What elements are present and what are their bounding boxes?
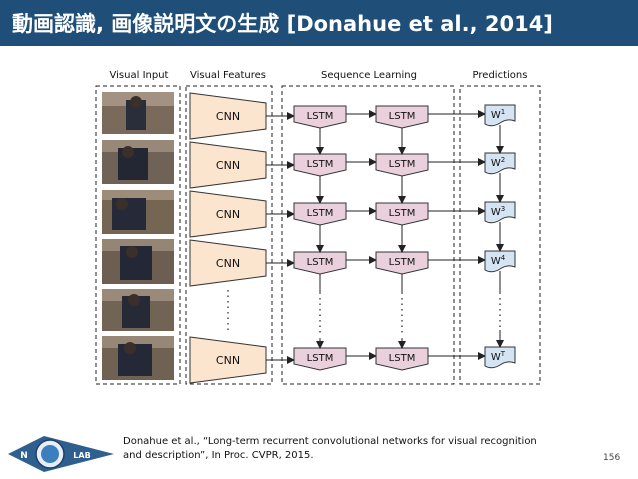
box-visual-features <box>185 85 273 385</box>
lstm-b-t <box>375 347 429 371</box>
lab-logo: N LAB <box>8 436 114 472</box>
lstm-a-2 <box>293 153 347 177</box>
prediction-label-2: W2 <box>491 156 505 169</box>
lstm-b-label-2: LSTM <box>389 159 416 170</box>
logo-left-text: N <box>20 451 28 461</box>
lstm-b-label-4: LSTM <box>389 257 416 268</box>
frame-5 <box>102 289 174 331</box>
prediction-label-1: W1 <box>491 108 505 121</box>
caption-line-2: and description”, In Proc. CVPR, 2015. <box>123 450 314 461</box>
prediction-4 <box>484 250 516 273</box>
lstm-a-3 <box>293 202 347 226</box>
lstm-b-label-3: LSTM <box>389 208 416 219</box>
cnn-block-3 <box>189 190 267 238</box>
cnn-label-4: CNN <box>216 257 240 270</box>
prediction-t <box>484 346 516 369</box>
label-predictions: Predictions <box>473 70 528 81</box>
frame-2 <box>102 140 174 184</box>
page-number: 156 <box>603 453 621 463</box>
frame-4 <box>102 239 174 284</box>
lstm-b-3 <box>375 202 429 226</box>
prediction-2 <box>484 152 516 175</box>
lstm-a-4 <box>293 251 347 275</box>
title-bar: 動画認識, 画像説明文の生成 [Donahue et al., 2014] <box>0 0 638 46</box>
slide-title: 動画認識, 画像説明文の生成 [Donahue et al., 2014] <box>12 12 553 36</box>
citation-caption: Donahue et al., “Long-term recurrent con… <box>123 435 563 463</box>
label-visual-input: Visual Input <box>110 70 169 81</box>
label-visual-features: Visual Features <box>190 70 266 81</box>
cnn-label-3: CNN <box>216 208 240 221</box>
lrcn-diagram: Visual Input Visual Features Sequence Le… <box>95 70 541 385</box>
lstm-a-label-1: LSTM <box>307 111 334 122</box>
prediction-label-3: W3 <box>491 205 505 218</box>
prediction-label-t: WT <box>491 350 506 363</box>
cnn-block-2 <box>189 141 267 189</box>
lstm-b-label-t: LSTM <box>389 353 416 364</box>
prediction-3 <box>484 201 516 224</box>
lstm-a-label-3: LSTM <box>307 208 334 219</box>
lstm-b-label-1: LSTM <box>389 111 416 122</box>
lstm-b-1 <box>375 105 429 129</box>
caption-line-1: Donahue et al., “Long-term recurrent con… <box>123 436 537 447</box>
cnn-block-t <box>189 336 267 384</box>
lstm-a-label-2: LSTM <box>307 159 334 170</box>
lstm-a-1 <box>293 105 347 129</box>
prediction-1 <box>484 104 516 127</box>
lstm-a-label-4: LSTM <box>307 257 334 268</box>
cnn-label-1: CNN <box>216 110 240 123</box>
lstm-a-t <box>293 347 347 371</box>
prediction-label-4: W4 <box>491 254 506 267</box>
frame-1 <box>102 92 174 134</box>
frame-3 <box>102 190 174 234</box>
cnn-block-1 <box>189 92 267 140</box>
lstm-b-2 <box>375 153 429 177</box>
frame-6 <box>102 336 174 380</box>
logo-right-text: LAB <box>73 451 90 460</box>
box-sequence-learning <box>281 85 455 385</box>
cnn-label-t: CNN <box>216 354 240 367</box>
logo-globe-inner-icon <box>41 445 59 463</box>
lstm-a-label-t: LSTM <box>307 353 334 364</box>
lstm-b-4 <box>375 251 429 275</box>
box-visual-input <box>95 85 181 385</box>
label-sequence-learning: Sequence Learning <box>321 70 417 81</box>
cnn-label-2: CNN <box>216 159 240 172</box>
cnn-block-4 <box>189 239 267 287</box>
